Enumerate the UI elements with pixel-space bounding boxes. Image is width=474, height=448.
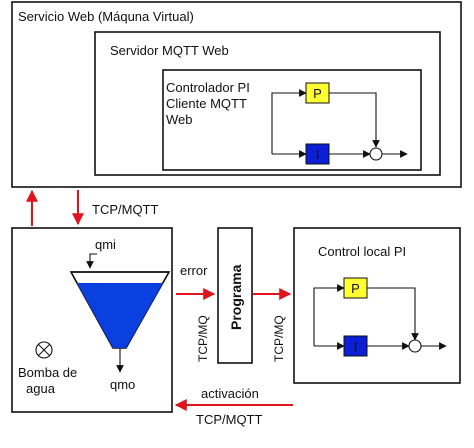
controlador-label-line3: Web [166, 112, 193, 127]
bomba-label-line2: agua [26, 381, 56, 396]
tcp-mq-right-label: TCP/MQ [272, 315, 286, 362]
tank-system-box [11, 227, 173, 413]
local-summing-junction-icon [408, 339, 422, 353]
servicio-web-label: Servicio Web (Máquna Virtual) [18, 9, 194, 24]
i-block [305, 143, 330, 165]
programa-label: Programa [228, 264, 244, 330]
qmo-label: qmo [110, 377, 135, 392]
local-p-branch-arrow [313, 284, 345, 346]
tank-water [77, 283, 163, 348]
servidor-mqtt-label: Servidor MQTT Web [110, 43, 229, 58]
bomba-label-line1: Bomba de [18, 365, 77, 380]
i-block-label: I [316, 147, 320, 162]
error-label: error [180, 263, 208, 278]
tcp-mq-left-label: TCP/MQ [196, 315, 210, 362]
local-p-block-label: P [351, 281, 360, 296]
p-branch-arrow [271, 89, 307, 154]
controlador-label-line2: Cliente MQTT [166, 96, 247, 111]
p-block-label: P [313, 86, 322, 101]
summing-junction-icon [369, 147, 383, 161]
pump-cross-b [38, 344, 50, 356]
p-output-arrow [329, 92, 380, 148]
local-p-block [343, 277, 368, 299]
activacion-label: activación [201, 386, 259, 401]
local-i-block [343, 335, 368, 357]
programa-box [217, 227, 253, 364]
local-p-output-arrow [367, 287, 419, 341]
tcp-mqtt-bottom-label: TCP/MQTT [196, 412, 262, 427]
control-local-box [293, 227, 461, 384]
controlador-label-line1: Controlador PI [166, 80, 250, 95]
tcp-mqtt-top-label: TCP/MQTT [92, 202, 158, 217]
p-block [305, 82, 330, 104]
control-local-label: Control local PI [318, 244, 406, 259]
local-i-block-label: I [354, 339, 358, 354]
qmi-inflow-arrow [86, 253, 97, 269]
qmi-label: qmi [95, 237, 116, 252]
